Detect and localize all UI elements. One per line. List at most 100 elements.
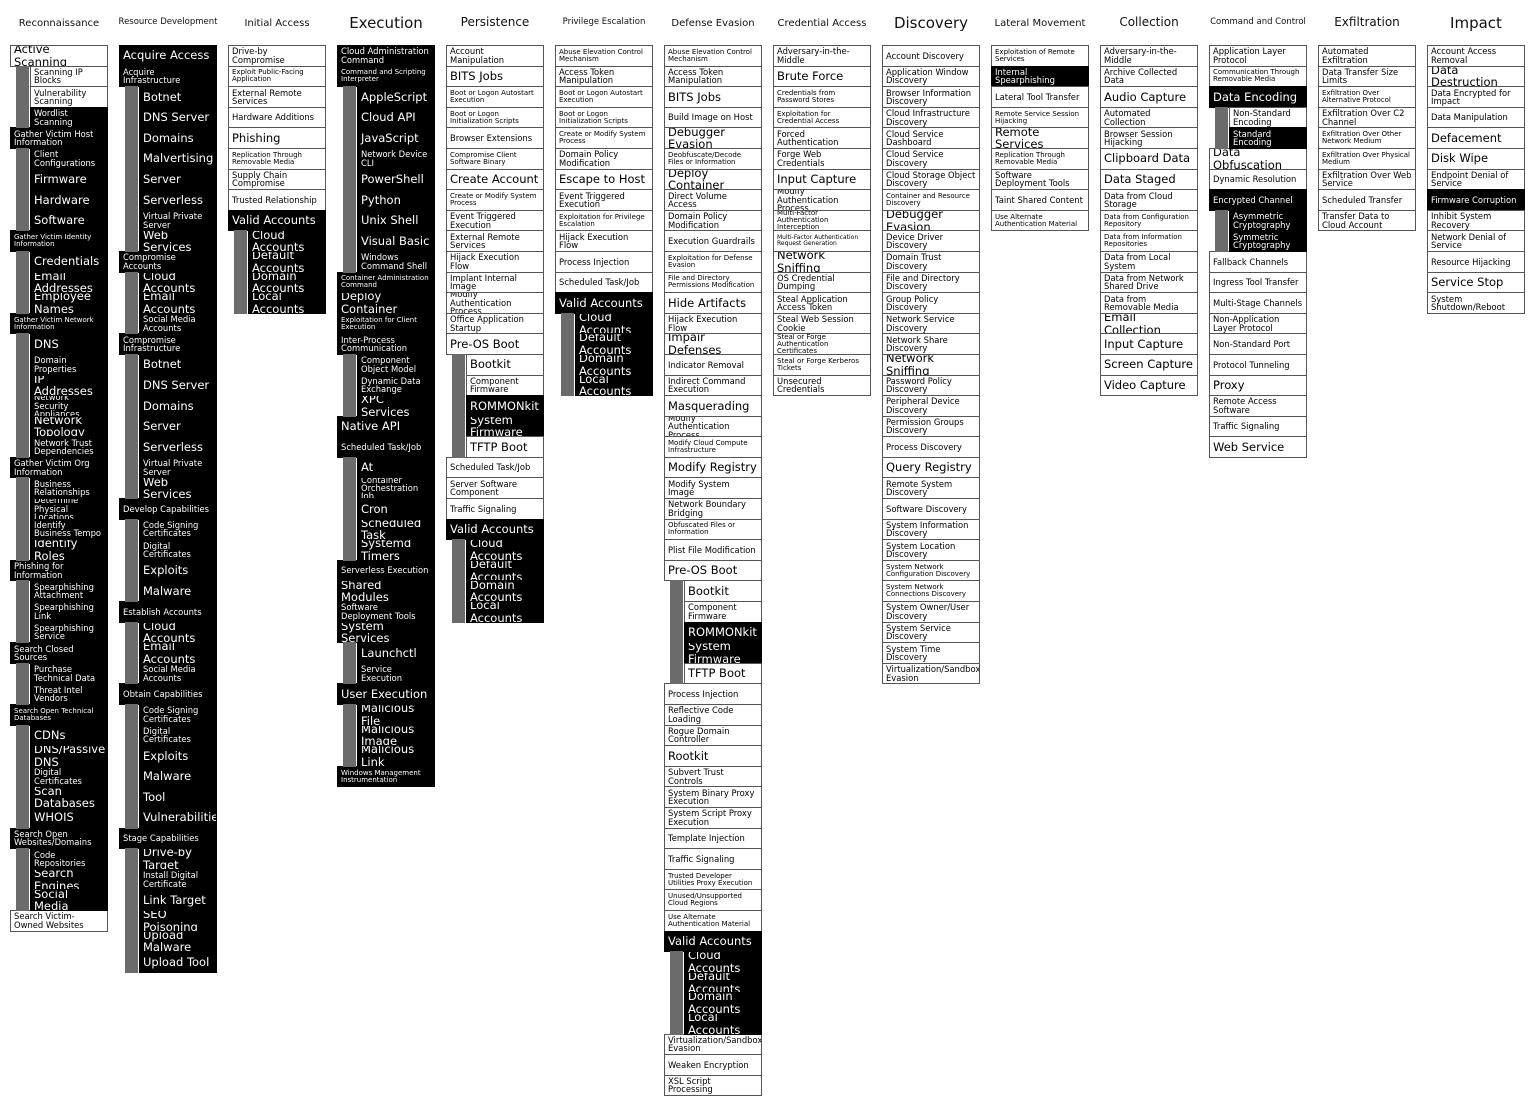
- technique-event-triggered-execution[interactable]: Event Triggered Execution: [555, 189, 653, 211]
- technique-search-victim-owned-websites[interactable]: Search Victim-Owned Websites: [10, 909, 108, 932]
- technique-serverless-execution[interactable]: Serverless Execution: [337, 559, 435, 582]
- technique-forge-web-credentials[interactable]: Forge Web Credentials: [773, 147, 871, 170]
- technique-file-and-directory-permissions-modification[interactable]: File and Directory Permissions Modificat…: [664, 271, 762, 294]
- subtechnique-tool[interactable]: Tool: [139, 786, 217, 808]
- technique-valid-accounts[interactable]: Valid Accounts: [446, 518, 544, 541]
- technique-adversary-in-the-middle[interactable]: Adversary-in-the-Middle: [773, 45, 871, 67]
- technique-traffic-signaling[interactable]: Traffic Signaling: [1209, 415, 1307, 438]
- technique-scheduled-task-job[interactable]: Scheduled Task/Job: [446, 456, 544, 479]
- technique-obfuscated-files-or-information[interactable]: Obfuscated Files or Information: [664, 518, 762, 541]
- subtechnique-cron[interactable]: Cron: [357, 498, 435, 520]
- subtechnique-code-signing-certificates[interactable]: Code Signing Certificates: [139, 518, 217, 541]
- subtechnique-javascript[interactable]: JavaScript: [357, 127, 435, 149]
- subtechnique-wordlist-scanning[interactable]: Wordlist Scanning: [30, 106, 108, 129]
- technique-cloud-storage-object-discovery[interactable]: Cloud Storage Object Discovery: [882, 168, 980, 191]
- technique-drive-by-compromise[interactable]: Drive-by Compromise: [228, 45, 326, 67]
- technique-boot-or-logon-initialization-scripts[interactable]: Boot or Logon Initialization Scripts: [446, 106, 544, 129]
- technique-external-remote-services[interactable]: External Remote Services: [228, 86, 326, 108]
- technique-internal-spearphishing[interactable]: Internal Spearphishing: [991, 65, 1089, 88]
- subtechnique-visual-basic[interactable]: Visual Basic: [357, 230, 435, 252]
- subtechnique-business-relationships[interactable]: Business Relationships: [30, 477, 108, 500]
- subtechnique-scan-databases[interactable]: Scan Databases: [30, 786, 108, 808]
- subtechnique-domain-accounts[interactable]: Domain Accounts: [466, 580, 544, 603]
- technique-deobfuscate-decode-files-or-information[interactable]: Deobfuscate/Decode Files or Information: [664, 147, 762, 170]
- technique-office-application-startup[interactable]: Office Application Startup: [446, 312, 544, 335]
- technique-remote-services[interactable]: Remote Services: [991, 127, 1089, 149]
- technique-domain-trust-discovery[interactable]: Domain Trust Discovery: [882, 250, 980, 273]
- subtechnique-cdns[interactable]: CDNs: [30, 724, 108, 747]
- technique-software-deployment-tools[interactable]: Software Deployment Tools: [991, 168, 1089, 191]
- technique-system-location-discovery[interactable]: System Location Discovery: [882, 539, 980, 561]
- technique-hardware-additions[interactable]: Hardware Additions: [228, 106, 326, 129]
- subtechnique-malware[interactable]: Malware: [139, 580, 217, 603]
- technique-scheduled-transfer[interactable]: Scheduled Transfer: [1318, 189, 1416, 211]
- technique-obtain-capabilities[interactable]: Obtain Capabilities: [119, 683, 217, 705]
- subtechnique-tftp-boot[interactable]: TFTP Boot: [684, 662, 762, 685]
- subtechnique-social-media-accounts[interactable]: Social Media Accounts: [139, 312, 217, 335]
- technique-use-alternate-authentication-material[interactable]: Use Alternate Authentication Material: [664, 909, 762, 932]
- subtechnique-component-firmware[interactable]: Component Firmware: [684, 601, 762, 623]
- subtechnique-server[interactable]: Server: [139, 168, 217, 191]
- subtechnique-dns-passive-dns[interactable]: DNS/Passive DNS: [30, 745, 108, 767]
- technique-automated-collection[interactable]: Automated Collection: [1100, 106, 1198, 129]
- technique-adversary-in-the-middle[interactable]: Adversary-in-the-Middle: [1100, 45, 1198, 67]
- subtechnique-purchase-technical-data[interactable]: Purchase Technical Data: [30, 662, 108, 685]
- subtechnique-symmetric-cryptography[interactable]: Symmetric Cryptography: [1229, 230, 1307, 252]
- technique-weaken-encryption[interactable]: Weaken Encryption: [664, 1054, 762, 1076]
- technique-taint-shared-content[interactable]: Taint Shared Content: [991, 189, 1089, 211]
- subtechnique-malicious-image[interactable]: Malicious Image: [357, 724, 435, 747]
- technique-unused-unsupported-cloud-regions[interactable]: Unused/Unsupported Cloud Regions: [664, 889, 762, 911]
- subtechnique-scheduled-task[interactable]: Scheduled Task: [357, 518, 435, 541]
- technique-cloud-service-dashboard[interactable]: Cloud Service Dashboard: [882, 127, 980, 149]
- technique-search-closed-sources[interactable]: Search Closed Sources: [10, 642, 108, 664]
- subtechnique-seo-poisoning[interactable]: SEO Poisoning: [139, 909, 217, 932]
- technique-hijack-execution-flow[interactable]: Hijack Execution Flow: [555, 230, 653, 252]
- subtechnique-non-standard-encoding[interactable]: Non-Standard Encoding: [1229, 106, 1307, 129]
- technique-fallback-channels[interactable]: Fallback Channels: [1209, 250, 1307, 273]
- technique-audio-capture[interactable]: Audio Capture: [1100, 86, 1198, 108]
- technique-bits-jobs[interactable]: BITS Jobs: [664, 86, 762, 108]
- technique-boot-or-logon-initialization-scripts[interactable]: Boot or Logon Initialization Scripts: [555, 106, 653, 129]
- technique-search-open-websites-domains[interactable]: Search Open Websites/Domains: [10, 827, 108, 850]
- technique-abuse-elevation-control-mechanism[interactable]: Abuse Elevation Control Mechanism: [555, 45, 653, 67]
- subtechnique-social-media[interactable]: Social Media: [30, 889, 108, 911]
- subtechnique-whois[interactable]: WHOIS: [30, 806, 108, 829]
- tactic-header[interactable]: Exfiltration: [1334, 15, 1400, 30]
- technique-protocol-tunneling[interactable]: Protocol Tunneling: [1209, 353, 1307, 376]
- subtechnique-web-services[interactable]: Web Services: [139, 230, 217, 252]
- technique-replication-through-removable-media[interactable]: Replication Through Removable Media: [228, 147, 326, 170]
- tactic-header[interactable]: Initial Access: [244, 17, 310, 29]
- subtechnique-bootkit[interactable]: Bootkit: [466, 353, 544, 376]
- subtechnique-applescript[interactable]: AppleScript: [357, 86, 435, 108]
- technique-phishing[interactable]: Phishing: [228, 127, 326, 149]
- technique-cloud-service-discovery[interactable]: Cloud Service Discovery: [882, 147, 980, 170]
- technique-stage-capabilities[interactable]: Stage Capabilities: [119, 827, 217, 850]
- technique-exfiltration-over-alternative-protocol[interactable]: Exfiltration Over Alternative Protocol: [1318, 86, 1416, 108]
- technique-network-share-discovery[interactable]: Network Share Discovery: [882, 333, 980, 355]
- technique-deploy-container[interactable]: Deploy Container: [664, 168, 762, 191]
- technique-container-and-resource-discovery[interactable]: Container and Resource Discovery: [882, 189, 980, 211]
- technique-replication-through-removable-media[interactable]: Replication Through Removable Media: [991, 147, 1089, 170]
- technique-account-discovery[interactable]: Account Discovery: [882, 45, 980, 67]
- subtechnique-local-accounts[interactable]: Local Accounts: [575, 374, 653, 397]
- technique-scheduled-task-job[interactable]: Scheduled Task/Job: [337, 436, 435, 458]
- technique-acquire-access[interactable]: Acquire Access: [119, 45, 217, 67]
- technique-system-time-discovery[interactable]: System Time Discovery: [882, 642, 980, 664]
- technique-defacement[interactable]: Defacement: [1427, 127, 1525, 149]
- technique-masquerading[interactable]: Masquerading: [664, 395, 762, 417]
- subtechnique-container-orchestration-job[interactable]: Container Orchestration Job: [357, 477, 435, 500]
- technique-endpoint-denial-of-service[interactable]: Endpoint Denial of Service: [1427, 168, 1525, 191]
- technique-direct-volume-access[interactable]: Direct Volume Access: [664, 189, 762, 211]
- technique-data-from-local-system[interactable]: Data from Local System: [1100, 250, 1198, 273]
- technique-forced-authentication[interactable]: Forced Authentication: [773, 127, 871, 149]
- subtechnique-vulnerabilities[interactable]: Vulnerabilities: [139, 806, 217, 829]
- technique-deploy-container[interactable]: Deploy Container: [337, 292, 435, 314]
- subtechnique-dynamic-data-exchange[interactable]: Dynamic Data Exchange: [357, 374, 435, 397]
- technique-system-service-discovery[interactable]: System Service Discovery: [882, 621, 980, 644]
- subtechnique-drive-by-target[interactable]: Drive-by Target: [139, 848, 217, 870]
- subtechnique-email-accounts[interactable]: Email Accounts: [139, 642, 217, 664]
- subtechnique-code-signing-certificates[interactable]: Code Signing Certificates: [139, 704, 217, 726]
- subtechnique-system-firmware[interactable]: System Firmware: [466, 415, 544, 438]
- subtechnique-unix-shell[interactable]: Unix Shell: [357, 209, 435, 232]
- technique-data-transfer-size-limits[interactable]: Data Transfer Size Limits: [1318, 65, 1416, 88]
